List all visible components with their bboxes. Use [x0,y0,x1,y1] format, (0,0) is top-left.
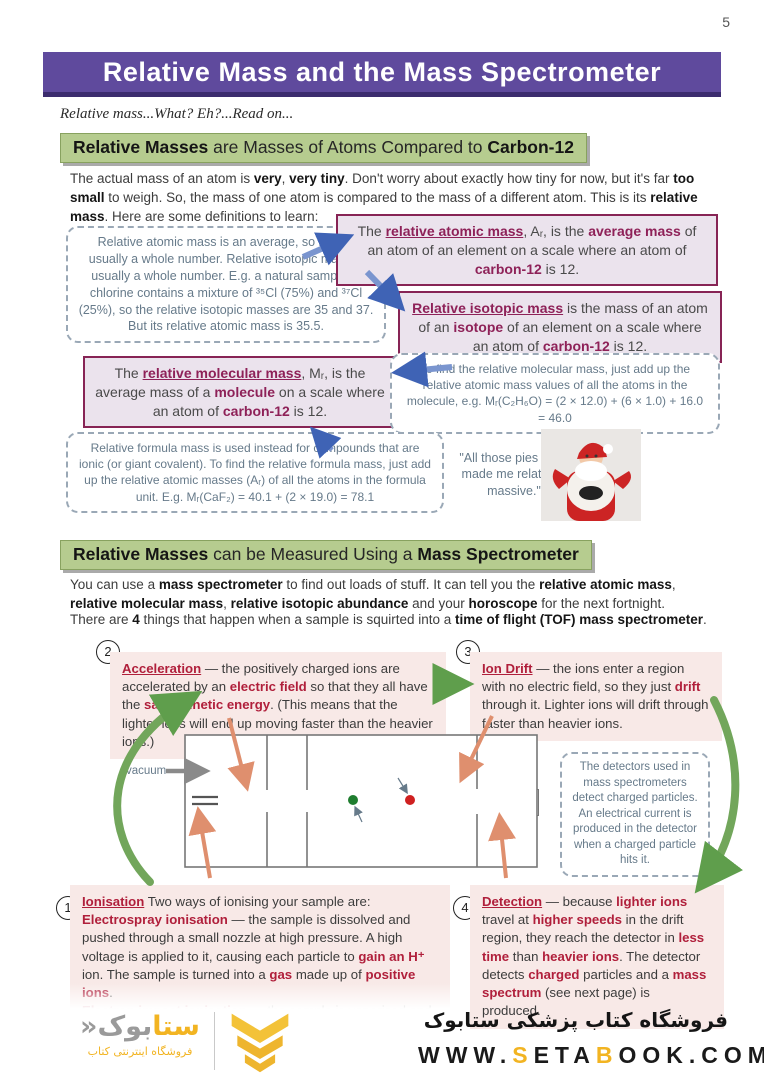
logo-word-yellow: ستا [152,1011,200,1042]
def-isotopic-box: Relative isotopic mass is the mass of an… [398,291,722,364]
def-atomic-box: The relative atomic mass, Aᵣ, is the ave… [336,214,718,287]
website-url: WWW.SETABOOK.COM [418,1042,764,1068]
footer-logo: ستابوک« فروشگاه اینترنتی کتاب [70,1012,210,1058]
footer-chevron-icon [231,1013,289,1073]
vacuum-label: vacuum [126,765,167,777]
section2-header: Relative Masses can be Measured Using a … [60,540,592,570]
higher-mass-ion-dot [348,795,358,805]
ion-detector-label: ion detector [484,796,534,808]
logo-guillemet: « [80,1011,98,1042]
section1-intro: The actual mass of an atom is very, very… [70,171,698,225]
arrow-detection-pointer [488,812,516,879]
higher-ion-label: higher mass/charge ion [318,825,438,837]
santa-photo [541,429,641,521]
higher-ion-pointer [354,805,363,823]
logo-word-gray: بوک [97,1011,153,1042]
note-detectors-box: The detectors used in mass spectrometers… [560,752,710,877]
section2-intro-2: There are 4 things that happen when a sa… [70,612,707,627]
ionisation-line-1: Ionisation Two ways of ionising your sam… [82,894,371,909]
footer-divider [214,1012,215,1070]
section2-intro-1: You can use a mass spectrometer to find … [70,577,676,612]
ion-detector-box: ion detector [479,789,539,816]
note-formula-box: Relative formula mass is used instead fo… [66,432,444,513]
section1-header: Relative Masses are Masses of Atoms Comp… [60,133,587,163]
capacitor-plates [192,795,218,806]
step-ionisation-box: Ionisation Two ways of ionising your sam… [70,885,450,1013]
note-average-box: Relative atomic mass is an average, so i… [66,226,386,344]
arrow-ionisation-pointer [188,806,217,879]
lower-ion-pointer [397,777,408,795]
def-molecular-box: The relative molecular mass, Mᵣ, is the … [83,356,397,429]
ionisation-line-2: Electrospray ionisation — the sample is … [82,912,425,1001]
step-detection-box: Detection — because lighter ions travel … [470,885,724,1029]
lower-ion-label: lower mass/charge ion [330,763,446,775]
step-acceleration-box: Acceleration — the positively charged io… [110,652,446,760]
page-title-banner: Relative Mass and the Mass Spectrometer [43,52,721,97]
page-title: Relative Mass and the Mass Spectrometer [102,56,662,87]
tagline: Relative mass...What? Eh?...Read on... [60,106,294,122]
logo-subtitle: فروشگاه اینترنتی کتاب [87,1044,193,1058]
lower-mass-ion-dot [405,795,415,805]
note-molecular-box: To find the relative molecular mass, jus… [390,353,720,434]
store-title: فروشگاه کتاب پزشکی ستابوک [423,1008,728,1032]
step-iondrift-box: Ion Drift — the ions enter a region with… [470,652,722,741]
page-number: 5 [722,14,730,30]
